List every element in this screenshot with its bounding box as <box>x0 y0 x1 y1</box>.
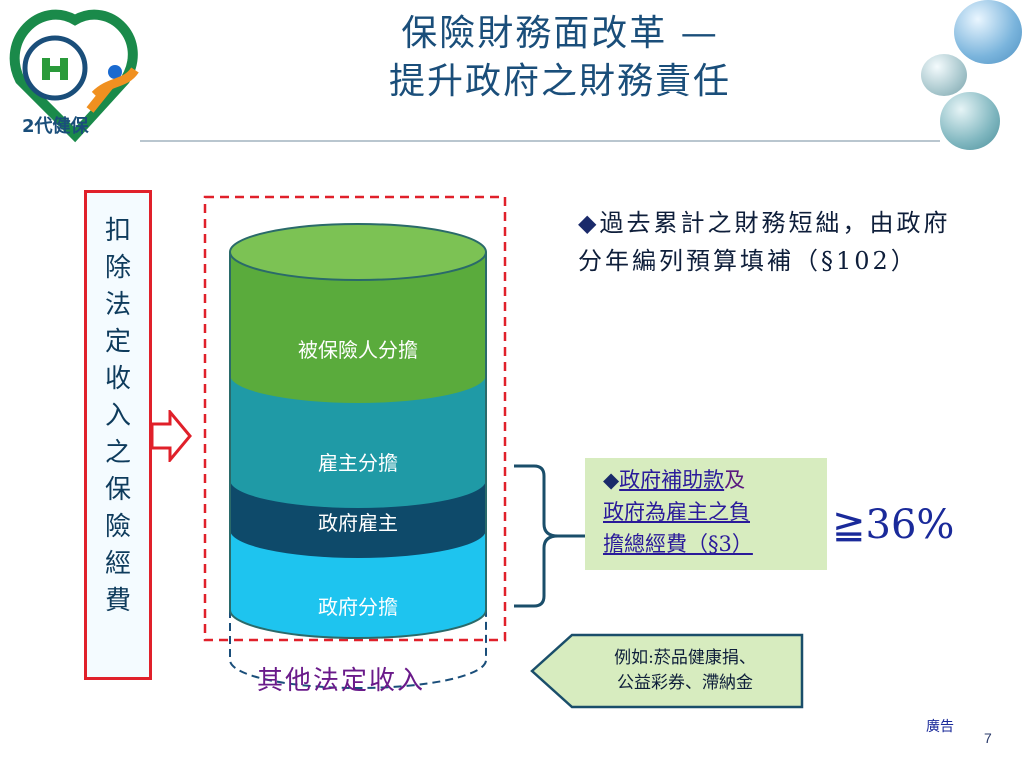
subsidy-note: ◆政府補助款及 政府為雇主之負 擔總經費（§3） <box>585 458 827 570</box>
deduction-box-text: 扣 除 法 定 收 入 之 保 險 經 費 <box>87 193 149 620</box>
deduction-char: 法 <box>104 290 131 320</box>
deduction-char: 收 <box>104 364 131 394</box>
deduction-char: 經 <box>104 549 131 579</box>
brace-connector <box>514 464 586 608</box>
deduction-char: 保 <box>104 475 131 505</box>
decor-square <box>998 624 1020 646</box>
bubble-decoration-medium <box>940 92 1000 150</box>
subsidy-note-line-3: 擔總經費（§3） <box>603 532 753 556</box>
decor-square <box>924 624 946 646</box>
subsidy-note-line-2: 政府為雇主之負 <box>603 500 750 524</box>
deduction-char: 入 <box>104 401 131 431</box>
decor-square <box>948 686 970 708</box>
title-divider <box>140 140 940 142</box>
right-arrow-icon <box>150 410 192 462</box>
page-number: 7 <box>984 730 992 746</box>
other-income-label: 其他法定收入 <box>257 666 426 696</box>
deduction-box: 扣 除 法 定 收 入 之 保 險 經 費 <box>84 190 152 680</box>
other-income-callout <box>530 633 804 709</box>
logo-badge-text: 2代健保 <box>22 116 89 137</box>
title-line-1: 保險財務面改革 — <box>401 13 719 54</box>
bubble-decoration-large <box>954 0 1022 64</box>
segment-label-government: 政府分擔 <box>318 595 398 619</box>
deficit-note-text: 過去累計之財務短絀，由政府分年編列預算填補（§102） <box>578 209 951 275</box>
advertisement-label: 廣告 <box>926 719 954 735</box>
cylinder-segment-insured <box>229 223 487 403</box>
subsidy-note-conj: 及 <box>724 468 746 492</box>
subsidy-percentage: ≧36% <box>832 502 955 548</box>
deficit-note: ◆過去累計之財務短絀，由政府分年編列預算填補（§102） <box>578 204 970 280</box>
segment-label-government-employer: 政府雇主 <box>318 511 398 535</box>
deduction-char: 扣 <box>104 216 131 246</box>
segment-label-employer: 雇主分擔 <box>318 451 398 475</box>
deduction-char: 定 <box>104 327 131 357</box>
callout-text: 例如:菸品健康捐、 公益彩券、滯納金 <box>580 646 790 696</box>
deduction-char: 險 <box>104 512 131 542</box>
deduction-char: 費 <box>104 586 131 616</box>
segment-label-insured: 被保險人分擔 <box>298 338 418 362</box>
other-income-dashed-outline <box>229 610 487 689</box>
subsidy-note-line-1: ◆政府補助款及 <box>603 464 819 496</box>
title-line-2: 提升政府之財務責任 <box>388 61 731 102</box>
diamond-bullet-icon: ◆ <box>578 209 600 237</box>
callout-line-2: 公益彩券、滯納金 <box>617 673 753 693</box>
subsidy-link[interactable]: 政府補助款 <box>619 468 725 492</box>
nhi-logo: 2代健保 <box>0 0 150 145</box>
page-title: 保險財務面改革 — 提升政府之財務責任 <box>180 10 940 106</box>
diamond-bullet-icon: ◆ <box>603 468 620 492</box>
bubble-decoration-small <box>921 54 967 96</box>
deduction-char: 除 <box>104 253 131 283</box>
deduction-char: 之 <box>104 438 131 468</box>
callout-line-1: 例如:菸品健康捐、 <box>614 648 756 668</box>
funding-cylinder: 被保險人分擔 雇主分擔 政府雇主 政府分擔 <box>203 195 507 689</box>
statutory-dashed-frame <box>203 195 507 642</box>
